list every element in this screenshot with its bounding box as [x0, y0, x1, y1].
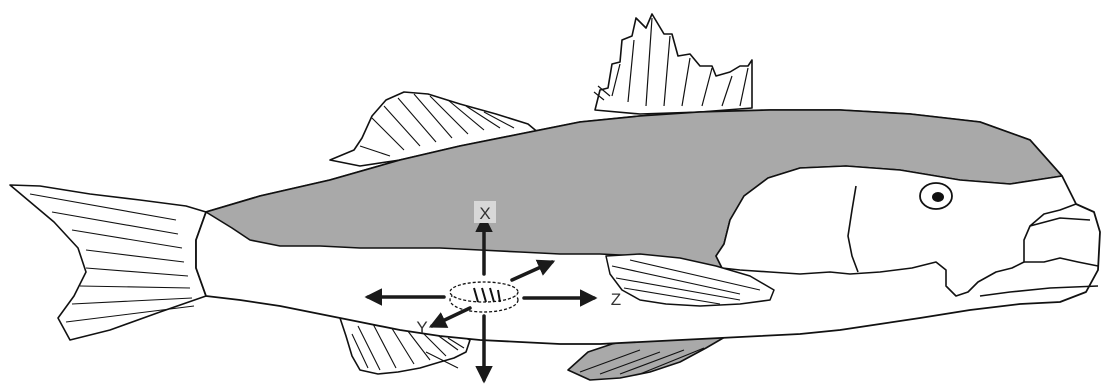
tag-device: [450, 282, 518, 312]
fish-eye: [920, 183, 952, 209]
x-axis-label: X: [479, 204, 490, 223]
spiny-dorsal-fin: [594, 14, 752, 114]
y-axis-label: Y: [416, 318, 427, 337]
tail-fin: [10, 185, 206, 340]
z-axis-label: Z: [611, 290, 621, 309]
